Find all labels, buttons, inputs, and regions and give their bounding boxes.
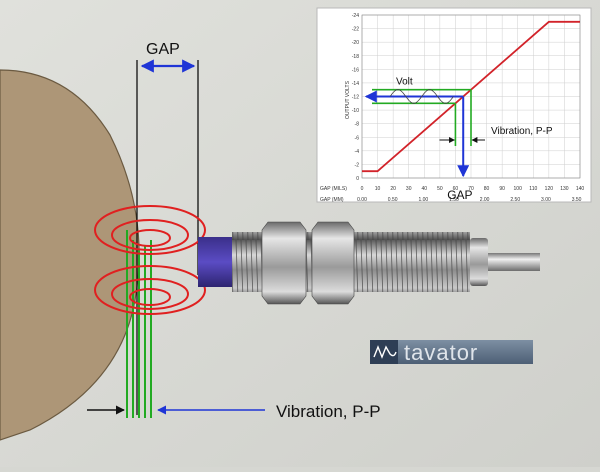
y-tick-label: -4 <box>355 149 360 155</box>
tavator-logo-icon <box>373 345 397 359</box>
x-tick-label-mils: 90 <box>499 186 505 192</box>
y-tick-label: -8 <box>355 122 360 128</box>
y-tick-label: -18 <box>352 54 359 60</box>
probe-nut-rear <box>311 221 355 305</box>
plot-area <box>361 14 581 179</box>
x-tick-label-mils: 50 <box>437 186 443 192</box>
x-tick-label-mils: 70 <box>468 186 474 192</box>
x-tick-label-mils: 120 <box>545 186 554 192</box>
x-tick-label-mm: 1.50 <box>449 197 459 203</box>
x-axis-label-mm: GAP (MM) <box>320 197 344 203</box>
volt-waveform <box>389 89 454 104</box>
y-tick-label: -20 <box>352 40 359 46</box>
x-tick-label-mils: 60 <box>453 186 459 192</box>
probe-tip <box>198 237 234 287</box>
x-tick-label-mils: 30 <box>406 186 412 192</box>
x-axis-label-mils: GAP (MILS) <box>320 186 347 192</box>
inset-gap-label: GAP <box>447 188 472 202</box>
x-tick-label-mm: 3.50 <box>572 197 582 203</box>
inset-vibration-label: Vibration, P-P <box>491 126 553 137</box>
y-tick-label: -12 <box>352 95 359 101</box>
tavator-logo: tavator <box>370 340 533 365</box>
vibration-label: Vibration, P-P <box>276 402 381 421</box>
x-tick-label-mils: 80 <box>484 186 490 192</box>
target-surface <box>0 69 140 441</box>
x-tick-label-mils: 10 <box>375 186 381 192</box>
y-tick-label: -2 <box>355 162 360 168</box>
x-tick-label-mils: 140 <box>576 186 585 192</box>
field-lines <box>126 230 152 418</box>
x-tick-label-mm: 2.50 <box>510 197 520 203</box>
y-tick-label: -10 <box>352 108 359 114</box>
proximity-probe <box>198 221 540 305</box>
gap-label: GAP <box>146 41 180 58</box>
x-tick-label-mils: 40 <box>422 186 428 192</box>
x-tick-label-mm: 0.50 <box>388 197 398 203</box>
x-tick-label-mm: 3.00 <box>541 197 551 203</box>
x-tick-label-mils: 110 <box>529 186 537 192</box>
eddy-coils <box>94 205 206 315</box>
y-tick-label: -14 <box>352 81 359 87</box>
tavator-logo-text: tavator <box>404 340 478 365</box>
y-tick-label: 0 <box>356 176 359 182</box>
x-tick-label-mils: 0 <box>361 186 364 192</box>
x-tick-label-mm: 0.00 <box>357 197 367 203</box>
y-tick-labels: 0 -2 -4 -6 -8 -10 -12 -14 -16 -18 -20 -22 -24 <box>352 13 359 182</box>
x-tick-labels: 0 10 20 30 40 50 60 70 80 90 100 110 120 130 140 0.00 0.… <box>357 186 584 203</box>
x-tick-label-mils: 20 <box>390 186 396 192</box>
chart-annotations <box>364 88 485 178</box>
volt-label: Volt <box>396 77 413 88</box>
probe-collar <box>470 238 488 286</box>
transfer-curve-chart: 0 -2 -4 -6 -8 -10 -12 -14 -16 -18 -20 -22 -24 0 10 20 3… <box>316 7 592 203</box>
x-tick-label-mm: 2.00 <box>480 197 490 203</box>
probe-cable-end <box>488 253 540 271</box>
y-tick-label: -16 <box>352 67 359 73</box>
x-tick-label-mils: 100 <box>514 186 523 192</box>
x-tick-label-mm: 1.00 <box>418 197 428 203</box>
y-tick-label: -24 <box>352 13 359 19</box>
y-axis-label: OUTPUT VOLTS <box>345 80 351 119</box>
probe-nut-front <box>261 221 307 305</box>
x-tick-label-mils: 130 <box>560 186 569 192</box>
y-tick-label: -6 <box>355 135 360 141</box>
y-tick-label: -22 <box>352 27 359 33</box>
